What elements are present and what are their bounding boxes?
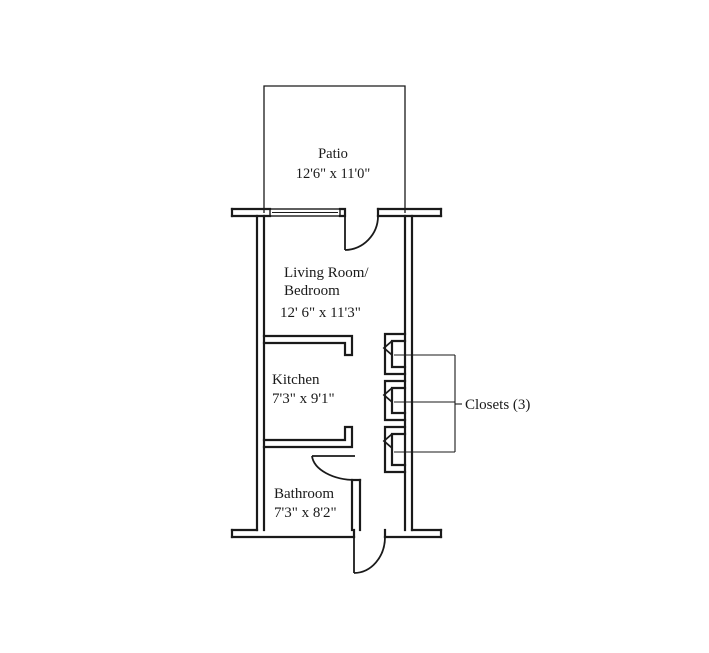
closet-3 <box>382 425 407 474</box>
exterior-wall-bottom <box>230 528 443 539</box>
patio-name: Patio <box>318 146 348 162</box>
closet-1 <box>382 332 407 376</box>
wall-kitchen-bathroom <box>262 425 354 449</box>
closet-2 <box>382 379 407 422</box>
kitchen-size: 7'3" x 9'1" <box>272 391 335 407</box>
bathroom-size: 7'3" x 8'2" <box>274 505 337 521</box>
patio-area <box>263 85 406 213</box>
kitchen-name: Kitchen <box>272 372 320 388</box>
entry-door <box>353 536 386 574</box>
wall-bathroom-right <box>350 478 362 532</box>
living-room-size: 12' 6" x 11'3" <box>280 305 361 321</box>
bathroom-door <box>311 455 357 481</box>
patio-size: 12'6" x 11'0" <box>296 166 371 182</box>
living-room-name: Living Room/ <box>284 265 369 281</box>
living-room-door <box>344 215 379 251</box>
bedroom-name: Bedroom <box>284 283 340 299</box>
exterior-wall-left <box>255 214 266 532</box>
closets-label: Closets (3) <box>465 397 530 413</box>
wall-living-kitchen <box>262 334 354 357</box>
bathroom-name: Bathroom <box>274 486 334 502</box>
sliding-door <box>269 208 341 217</box>
closets-leader <box>394 354 462 453</box>
